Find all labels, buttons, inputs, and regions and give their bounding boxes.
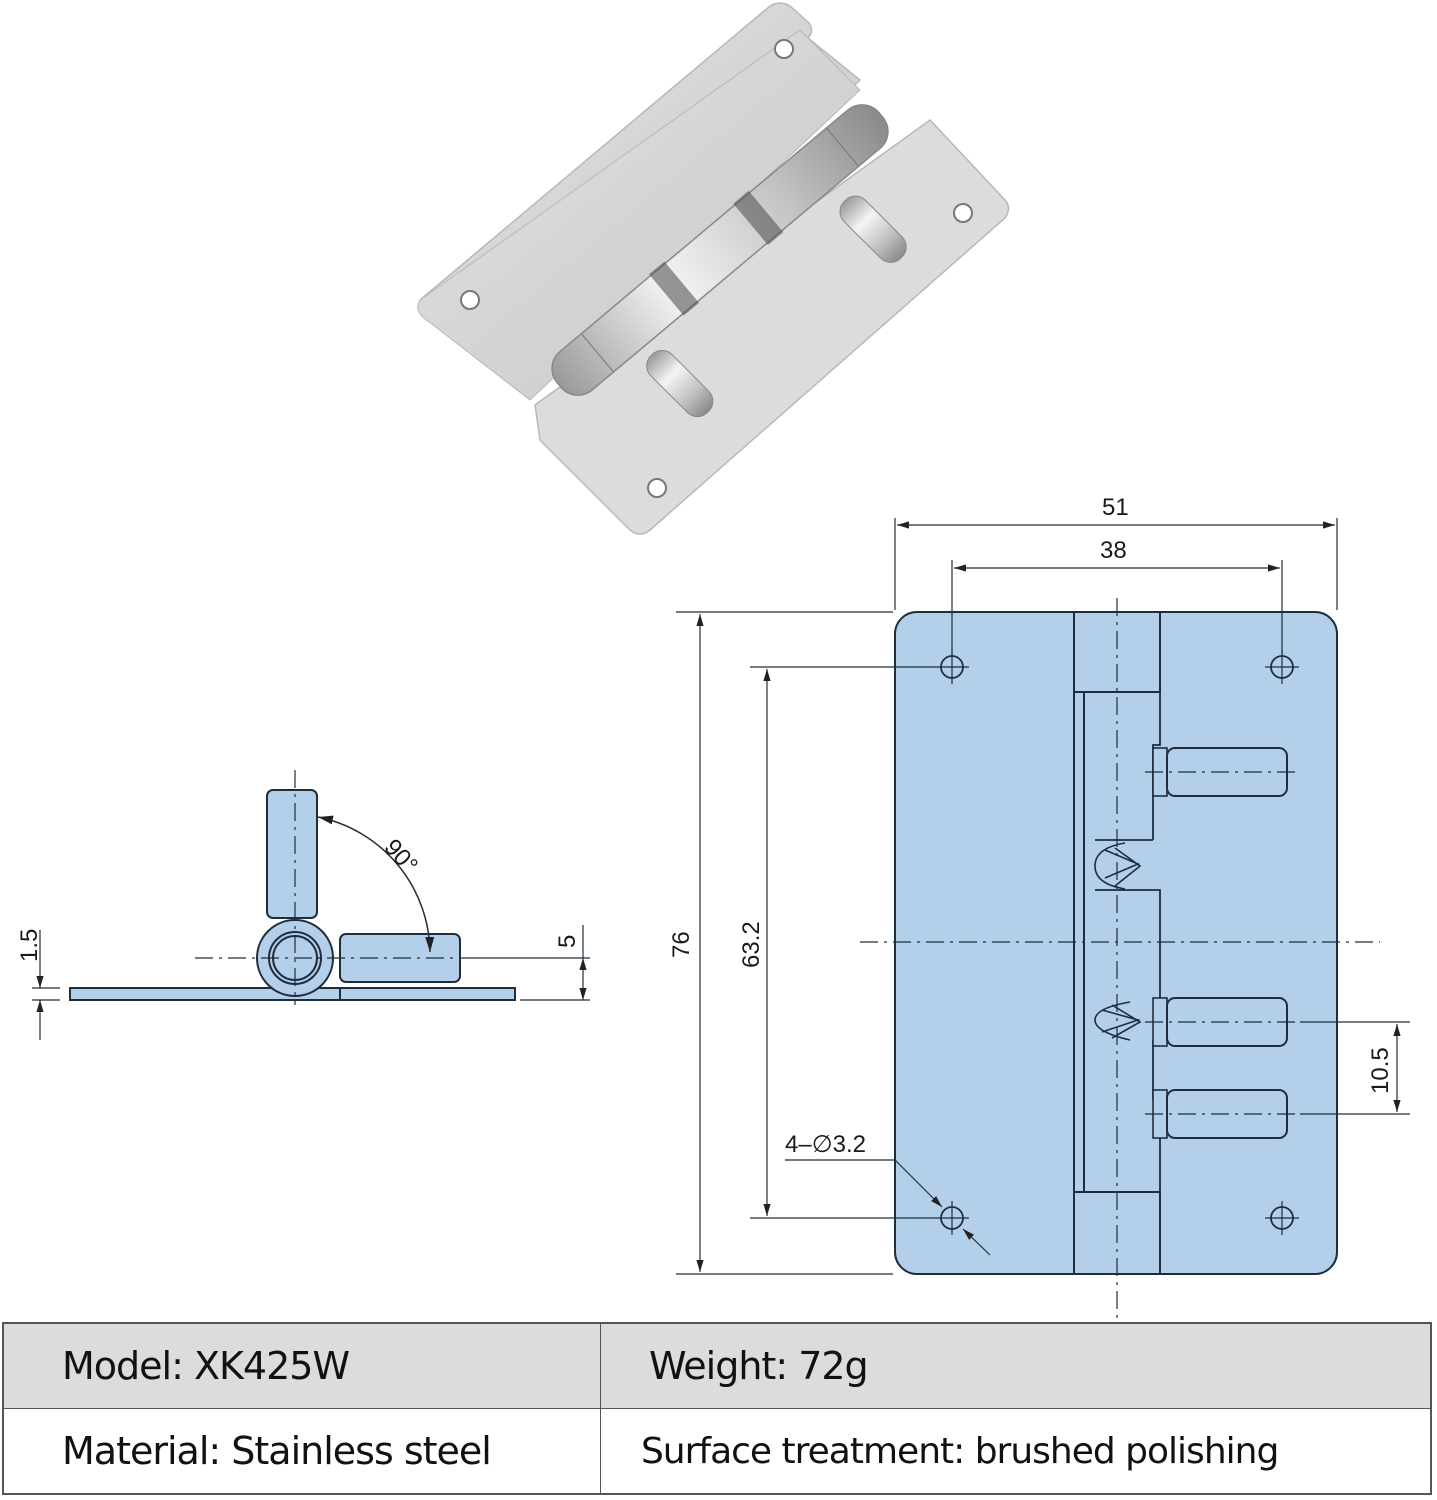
spec-row: Material: Stainless steel Surface treatm…: [2, 1408, 1432, 1495]
spring: [1094, 842, 1142, 890]
front-view: [676, 518, 1410, 1320]
overall-width-label: 51: [1102, 494, 1129, 521]
product-photo: [417, 2, 1010, 535]
spec-material: Material: Stainless steel: [2, 1408, 601, 1495]
spring: [1094, 1001, 1142, 1041]
side-pin-vertical: [266, 789, 318, 919]
hinge-diagram: 90° 1.5 5: [16, 2, 1410, 1320]
mount-hole: [460, 290, 480, 310]
side-view: [32, 770, 590, 1040]
spec-model: Model: XK425W: [2, 1322, 601, 1409]
hole-spacing-width-label: 38: [1100, 537, 1127, 564]
mount-hole: [953, 203, 973, 223]
spec-surface-treatment: Surface treatment: brushed polishing: [599, 1408, 1432, 1495]
overall-height-label: 76: [668, 931, 695, 958]
spec-weight: Weight: 72g: [599, 1322, 1432, 1409]
hole-spacing-height-label: 63.2: [738, 921, 765, 968]
hinge-barrel: [551, 104, 889, 396]
hinge-leaf-front: [534, 119, 1010, 535]
plate-thickness-label: 1.5: [16, 929, 43, 962]
positioning-pin: [839, 195, 907, 263]
angle-label: 90°: [379, 834, 423, 879]
mount-hole: [647, 478, 667, 498]
positioning-pin: [646, 349, 714, 418]
hole-spec-label: 4–∅3.2: [785, 1131, 866, 1158]
spec-row: Model: XK425W Weight: 72g: [2, 1322, 1432, 1409]
front-plate: [894, 611, 1338, 1275]
pin-height-label: 5: [554, 935, 581, 948]
spec-table: Model: XK425W Weight: 72g Material: Stai…: [2, 1322, 1432, 1495]
pin-spacing-label: 10.5: [1367, 1047, 1394, 1094]
mount-hole: [774, 39, 794, 59]
